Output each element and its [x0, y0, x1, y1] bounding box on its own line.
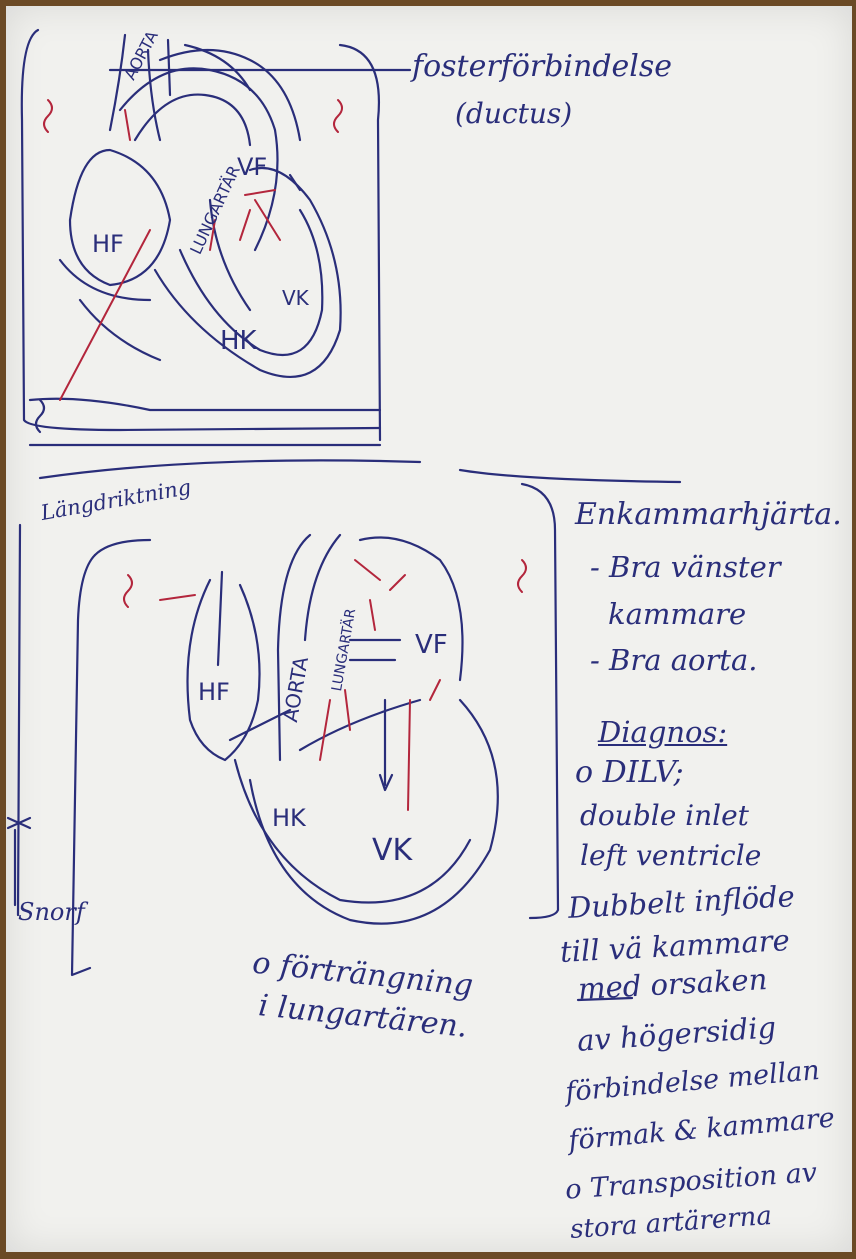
notes-item2: - Bra aorta.	[590, 646, 757, 675]
top-vf-label: VF	[237, 155, 267, 179]
notes-item1-line2: kammare	[608, 600, 746, 629]
diagnos-d1-line3: left ventricle	[580, 842, 761, 870]
top-heart-diagram	[22, 30, 410, 445]
top-vk-label: VK	[282, 288, 309, 308]
top-hf-label: HF	[92, 232, 124, 256]
bottom-hf-label: HF	[198, 680, 230, 704]
notes-item1-line1: - Bra vänster	[590, 553, 781, 582]
diagnos-d1-line2: double inlet	[580, 802, 749, 830]
bottom-vf-label: VF	[415, 632, 448, 658]
ductus-note-line1: fosterförbindelse	[412, 52, 672, 82]
top-hk-label: HK	[220, 328, 257, 354]
ductus-note-line2: (ductus)	[455, 100, 572, 128]
diagnos-d1-line1: o DILV;	[575, 758, 684, 788]
side-label-bottom: Snorf	[18, 900, 85, 924]
diagnos-heading: Diagnos:	[598, 718, 727, 747]
bottom-hk-label: HK	[272, 806, 306, 830]
notes-title: Enkammarhjärta.	[575, 500, 842, 530]
bottom-vk-label: VK	[372, 836, 412, 866]
